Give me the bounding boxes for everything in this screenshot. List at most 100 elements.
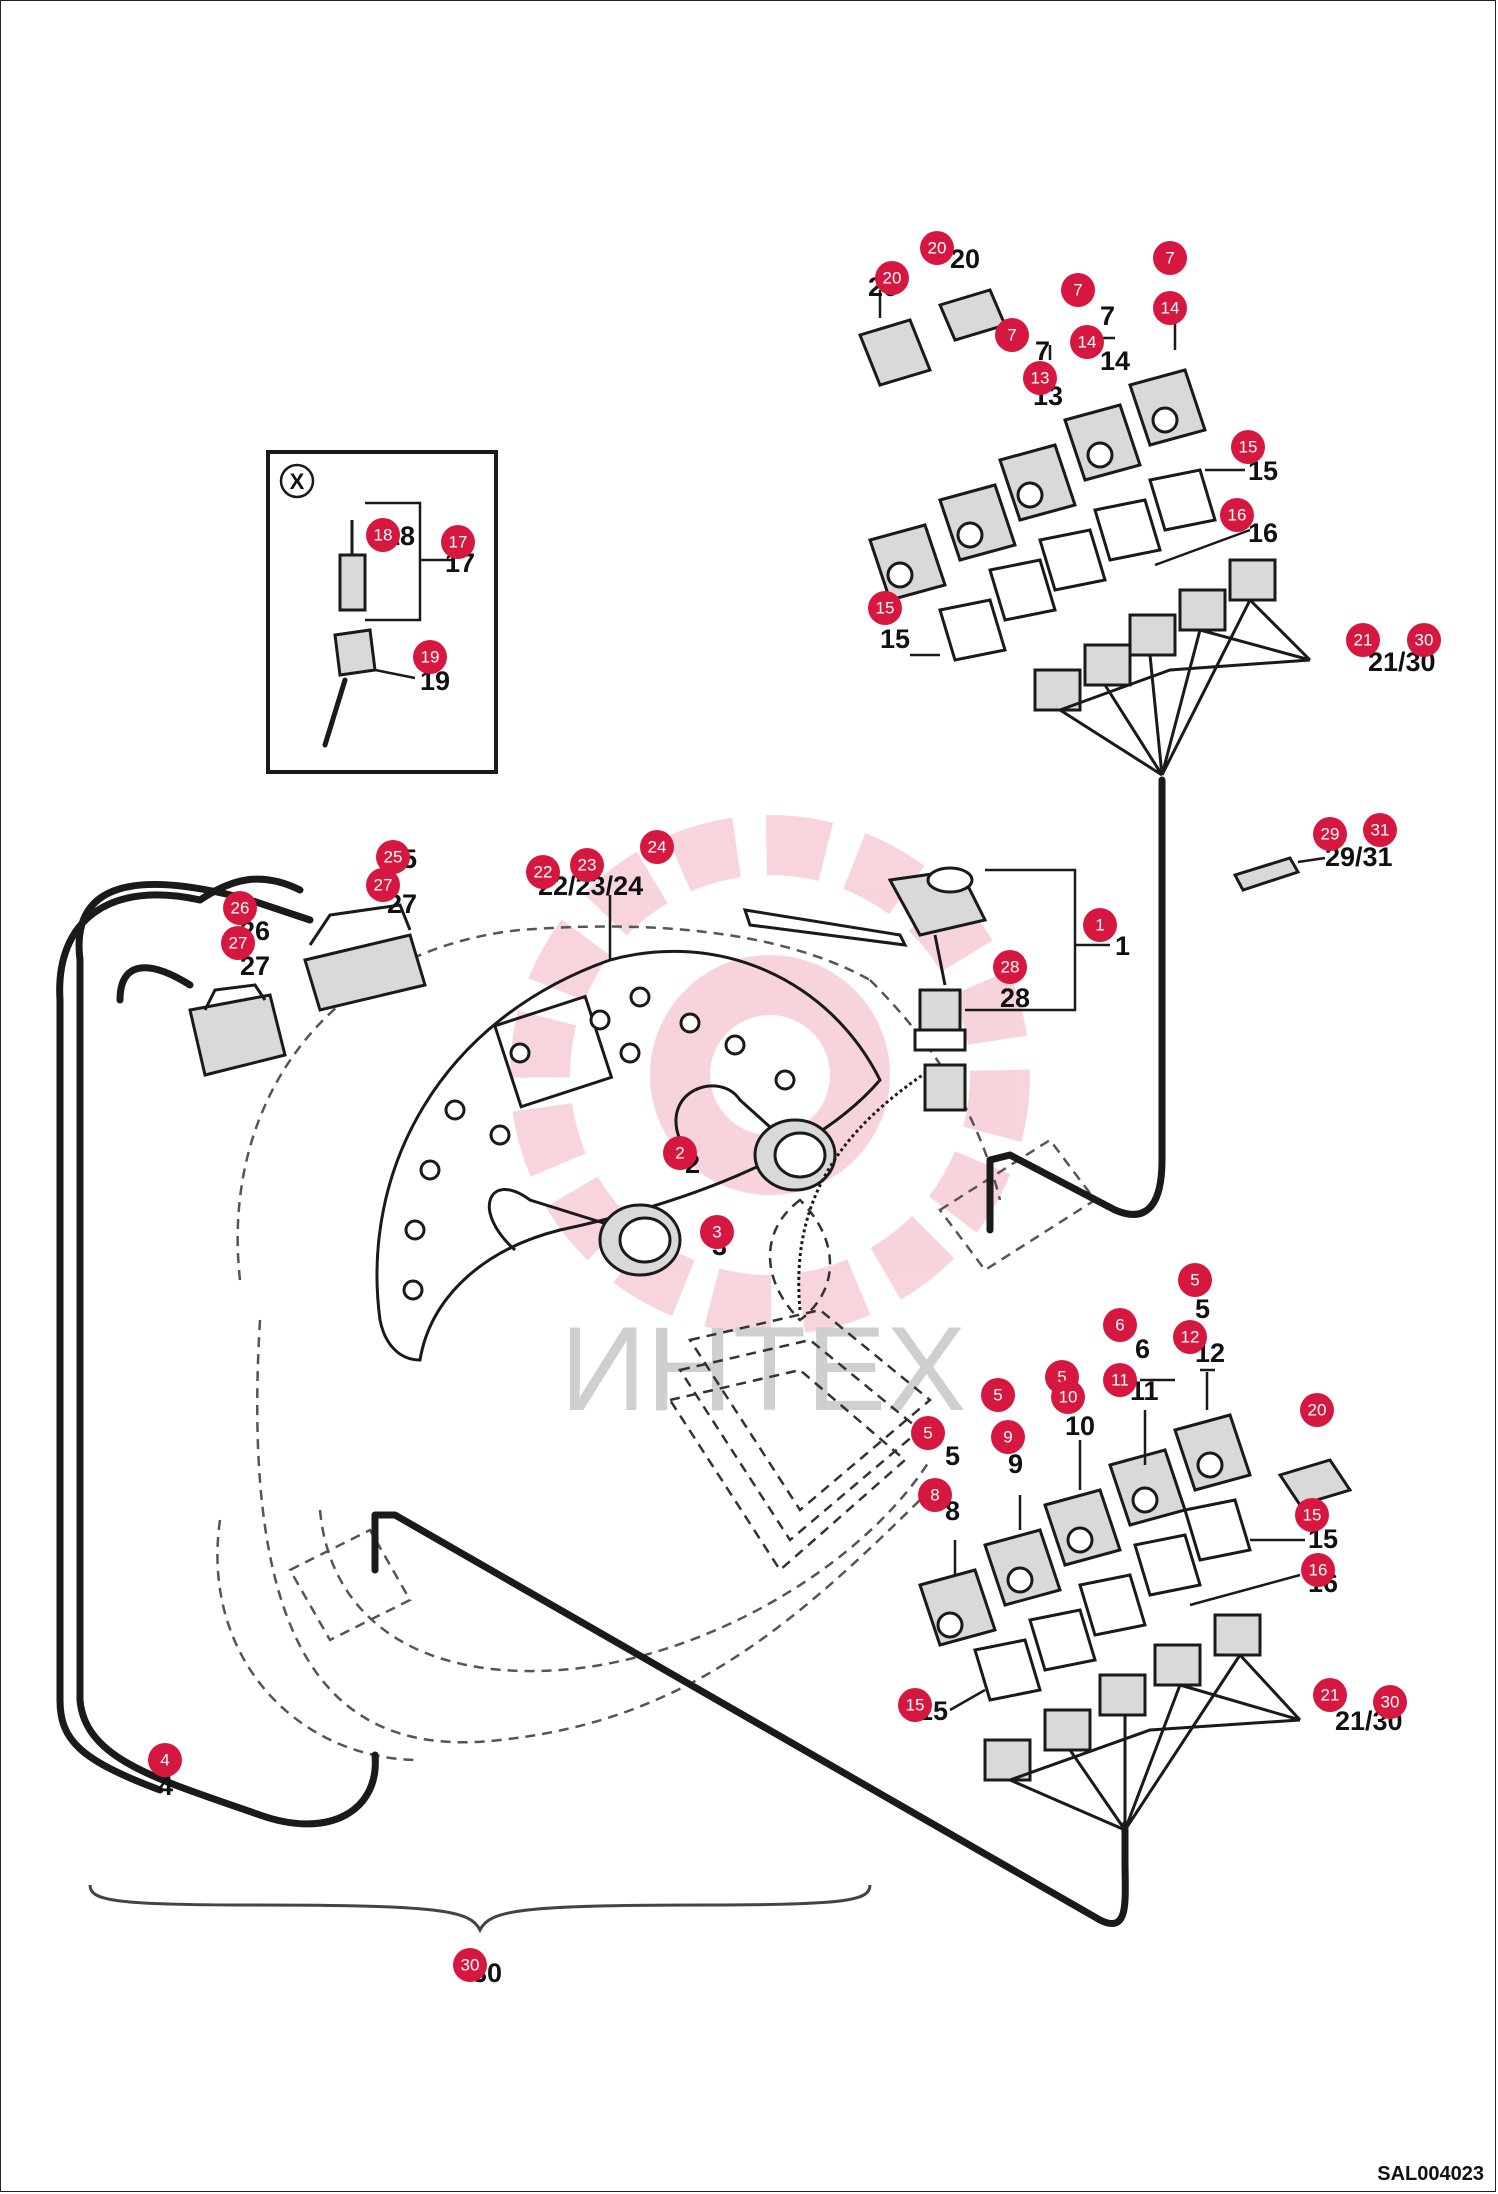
svg-text:15: 15 — [1303, 1506, 1322, 1525]
label-10: 10 — [1065, 1411, 1095, 1441]
label-7b: 7 — [1100, 301, 1115, 331]
inset-detail-x — [266, 450, 498, 774]
callout-14[interactable]: 14 — [1153, 291, 1187, 325]
callout-4[interactable]: 4 — [148, 1743, 182, 1777]
svg-text:2: 2 — [675, 1144, 684, 1163]
callout-9[interactable]: 9 — [991, 1420, 1025, 1454]
svg-text:30: 30 — [1415, 631, 1434, 650]
callout-21[interactable]: 21 — [1313, 1678, 1347, 1712]
label-7a: 7 — [1035, 336, 1050, 366]
leader-1 — [965, 868, 1077, 1012]
svg-text:7: 7 — [1073, 281, 1082, 300]
callout-15[interactable]: 15 — [1295, 1498, 1329, 1532]
svg-text:21: 21 — [1321, 1686, 1340, 1705]
callout-28[interactable]: 28 — [993, 950, 1027, 984]
callout-24[interactable]: 24 — [640, 830, 674, 864]
callout-17[interactable]: 17 — [441, 525, 475, 559]
label-4: 4 — [158, 1771, 173, 1801]
callout-20[interactable]: 20 — [1300, 1393, 1334, 1427]
callout-8[interactable]: 8 — [918, 1478, 952, 1512]
callout-5[interactable]: 5 — [1178, 1263, 1212, 1297]
svg-text:10: 10 — [1059, 1388, 1078, 1407]
dashboard-panel — [375, 949, 882, 1362]
svg-text:15: 15 — [876, 599, 895, 618]
callout-11[interactable]: 11 — [1103, 1363, 1137, 1397]
callout-13[interactable]: 13 — [1023, 361, 1057, 395]
svg-text:8: 8 — [930, 1486, 939, 1505]
callout-15[interactable]: 15 — [1231, 430, 1265, 464]
svg-text:31: 31 — [1371, 821, 1390, 840]
svg-text:12: 12 — [1181, 1328, 1200, 1347]
callout-2[interactable]: 2 — [663, 1136, 697, 1170]
callout-balloons: 20 20 7 7 7 14 14 13 15 16 15 21 30 29 3… — [148, 231, 1441, 1982]
svg-text:30: 30 — [461, 1956, 480, 1975]
callout-29[interactable]: 29 — [1313, 817, 1347, 851]
svg-text:5: 5 — [1057, 1368, 1066, 1387]
callout-30[interactable]: 30 — [453, 1948, 487, 1982]
callout-31[interactable]: 31 — [1363, 813, 1397, 847]
leader-16b — [1189, 1573, 1301, 1607]
svg-text:6: 6 — [1115, 1316, 1124, 1335]
callout-7[interactable]: 7 — [1061, 273, 1095, 307]
callout-26[interactable]: 26 — [223, 891, 257, 925]
label-16a: 16 — [1248, 518, 1278, 548]
label-6: 6 — [1135, 1334, 1150, 1364]
leader-16a — [1154, 528, 1251, 567]
label-20b: 20 — [950, 244, 980, 274]
callout-30[interactable]: 30 — [1407, 623, 1441, 657]
callout-12[interactable]: 12 — [1173, 1320, 1207, 1354]
svg-text:5: 5 — [1190, 1271, 1199, 1290]
svg-text:4: 4 — [160, 1751, 169, 1770]
svg-text:7: 7 — [1165, 249, 1174, 268]
callout-14[interactable]: 14 — [1070, 325, 1104, 359]
callout-20[interactable]: 20 — [920, 231, 954, 265]
callout-10[interactable]: 10 — [1051, 1380, 1085, 1414]
label-5a: 5 — [1195, 1294, 1210, 1324]
callout-1[interactable]: 1 — [1083, 908, 1117, 942]
connector-25 — [303, 903, 427, 1012]
callout-27[interactable]: 27 — [366, 868, 400, 902]
callout-5[interactable]: 5 — [911, 1416, 945, 1450]
callout-16[interactable]: 16 — [1301, 1553, 1335, 1587]
svg-text:20: 20 — [883, 269, 902, 288]
callout-20[interactable]: 20 — [875, 261, 909, 295]
callout-15[interactable]: 15 — [898, 1688, 932, 1722]
callout-7[interactable]: 7 — [995, 318, 1029, 352]
svg-text:28: 28 — [1001, 958, 1020, 977]
callout-19[interactable]: 19 — [413, 640, 447, 674]
svg-text:30: 30 — [1381, 1693, 1400, 1712]
svg-text:26: 26 — [231, 899, 250, 918]
terminal-29-31 — [1232, 856, 1326, 892]
svg-text:16: 16 — [1228, 506, 1247, 525]
svg-text:15: 15 — [1239, 438, 1258, 457]
label-9: 9 — [1008, 1449, 1023, 1479]
callout-6[interactable]: 6 — [1103, 1308, 1137, 1342]
svg-text:11: 11 — [1111, 1371, 1129, 1390]
connector-26 — [188, 983, 287, 1077]
svg-text:20: 20 — [928, 239, 947, 258]
callout-18[interactable]: 18 — [366, 518, 400, 552]
svg-text:1: 1 — [1095, 916, 1104, 935]
callout-25[interactable]: 25 — [376, 840, 410, 874]
svg-text:27: 27 — [374, 876, 393, 895]
switch-cluster-lower — [918, 1413, 1353, 1832]
callout-23[interactable]: 23 — [570, 848, 604, 882]
callout-5[interactable]: 5 — [981, 1378, 1015, 1412]
callout-27[interactable]: 27 — [221, 926, 255, 960]
svg-text:23: 23 — [578, 856, 597, 875]
callout-22[interactable]: 22 — [526, 855, 560, 889]
callout-30[interactable]: 30 — [1373, 1685, 1407, 1719]
svg-text:5: 5 — [993, 1386, 1002, 1405]
svg-text:7: 7 — [1007, 326, 1016, 345]
inset-view-marker: X — [290, 469, 305, 494]
callout-3[interactable]: 3 — [700, 1215, 734, 1249]
panel-buttons — [402, 986, 796, 1301]
callout-16[interactable]: 16 — [1220, 498, 1254, 532]
callout-15[interactable]: 15 — [868, 591, 902, 625]
svg-text:29: 29 — [1321, 825, 1340, 844]
callout-7[interactable]: 7 — [1153, 241, 1187, 275]
callout-21[interactable]: 21 — [1346, 623, 1380, 657]
label-1: 1 — [1115, 931, 1130, 961]
